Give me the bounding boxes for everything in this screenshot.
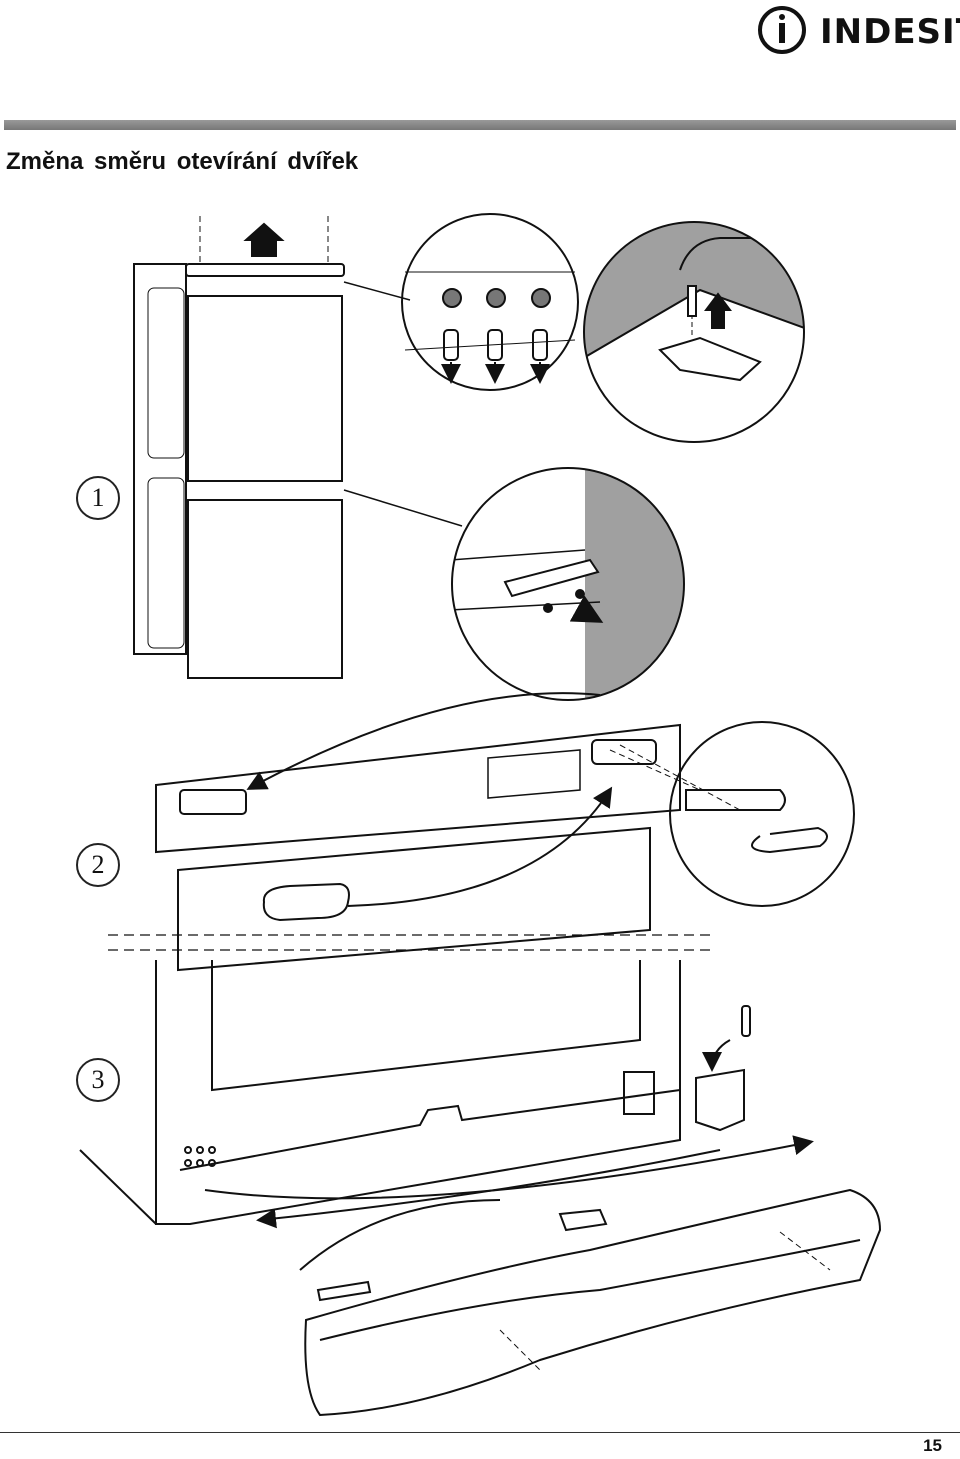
brand-name: INDESIT <box>820 12 960 52</box>
footer-rule <box>0 1432 960 1433</box>
indesit-logo-icon <box>758 6 806 54</box>
fridge-front-view <box>133 216 463 679</box>
step-2-marker: 2 <box>76 843 120 887</box>
page-title: Změna směru otevírání dvířek <box>6 148 359 175</box>
detail-circle-top-hinge <box>583 221 805 443</box>
indesit-logo: INDESIT <box>756 4 960 56</box>
step-1-marker: 1 <box>76 476 120 520</box>
page-number: 15 <box>923 1436 942 1455</box>
fridge-bottom-view <box>79 960 814 1229</box>
detail-circle-pins <box>401 213 579 391</box>
detail-circle-middle-hinge <box>451 467 685 701</box>
door-reversal-illustration <box>79 213 882 1417</box>
fridge-top-panel <box>155 692 681 972</box>
header-rule <box>4 120 956 130</box>
kickplate <box>299 1188 882 1417</box>
step-3-marker: 3 <box>76 1058 120 1102</box>
detail-circle-hinge-parts <box>609 721 855 907</box>
